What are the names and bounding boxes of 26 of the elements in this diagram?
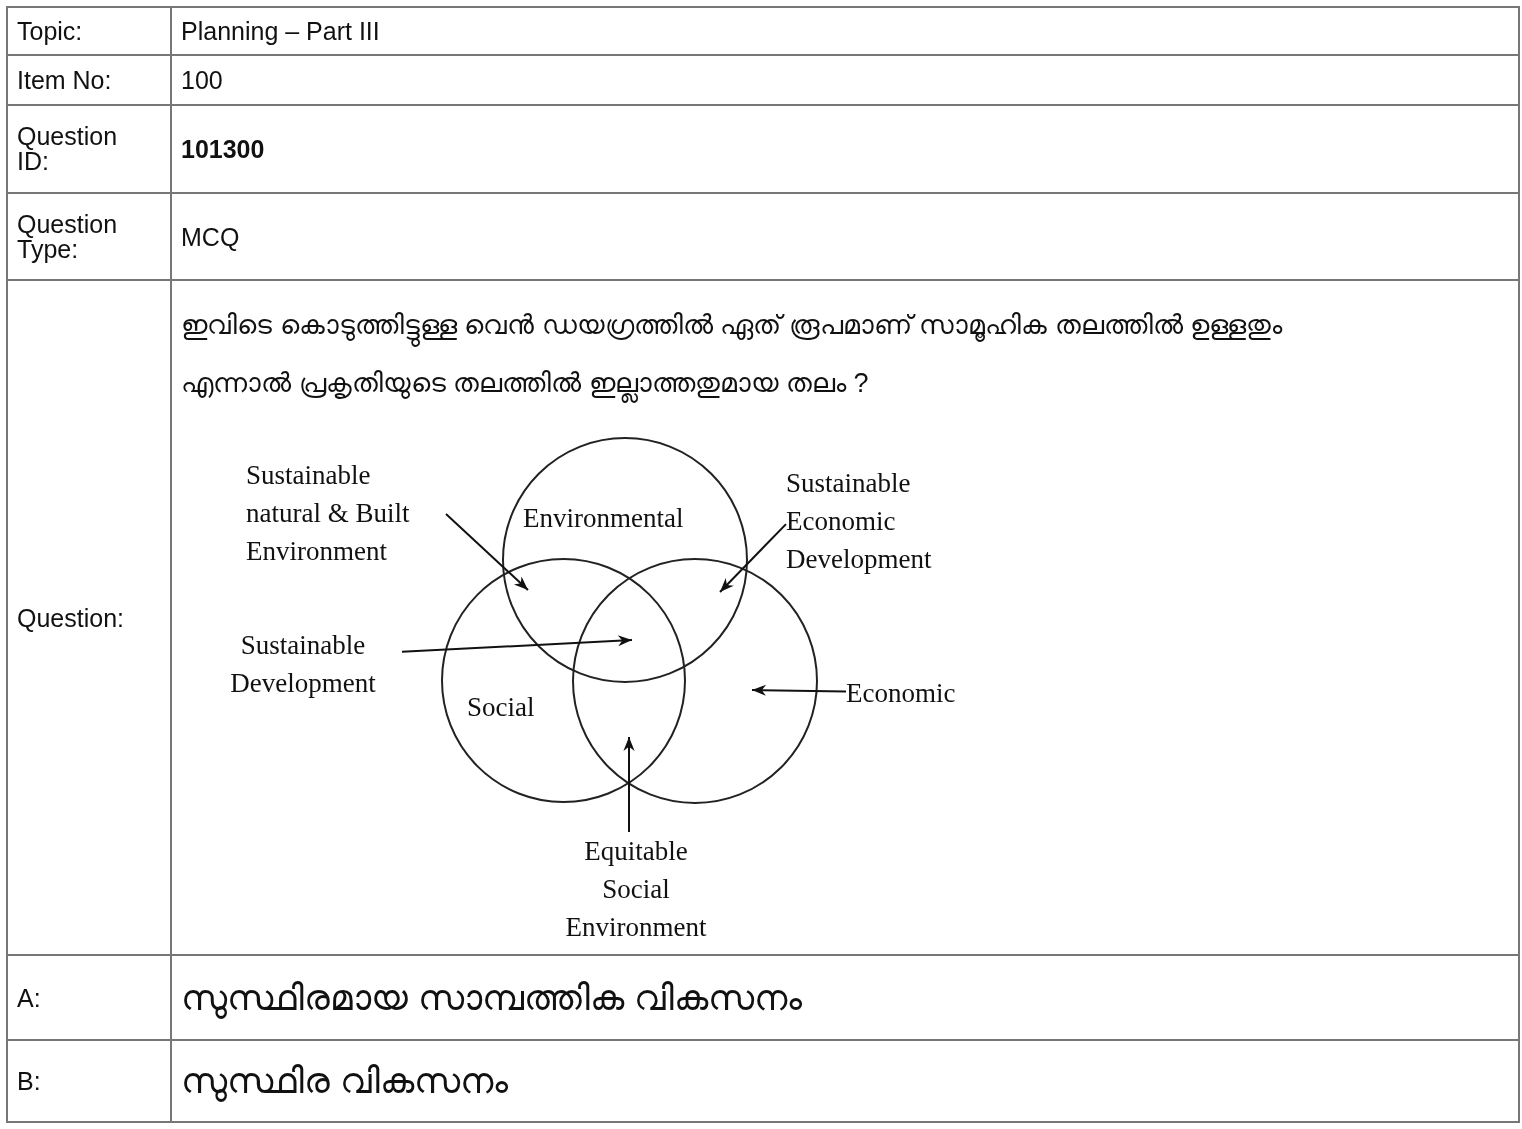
callout-text: Sustainable natural & Built Environment (246, 456, 446, 570)
field-label: Item No: (17, 67, 112, 93)
callout-text: Equitable Social Environment (556, 832, 716, 946)
field-label: Question Type: (17, 211, 119, 262)
callout-text: Sustainable Economic Development (786, 464, 986, 578)
option-label: B: (17, 1068, 41, 1094)
question-text: ഇവിടെ കൊടുത്തിട്ടുള്ള വെൻ ഡയഗ്രത്തിൽ ഏത് രൂപമാണ് സാമൂഹിക തലത്തിൽ ഉള്ളതും എന്നാൽ പ്രകൃതിയുടെ തലത്തിൽ ഇല്ലാത്തതുമായ തലം ? (181, 296, 1311, 412)
region-label: Environmental (523, 502, 684, 535)
field-label: Question: (17, 605, 124, 630)
callout-text: Sustainable Development (204, 626, 402, 702)
field-label: Topic: (17, 18, 83, 44)
field-value: MCQ (181, 224, 240, 249)
leader-line (401, 635, 633, 653)
leader-line (623, 736, 635, 833)
field-value: 100 (181, 67, 223, 93)
venn-circle (441, 558, 686, 803)
field-label: Question ID: (17, 124, 119, 174)
leader-line (445, 513, 529, 591)
leader-line (719, 523, 787, 593)
leader-line (751, 684, 847, 696)
field-value: Planning – Part III (181, 18, 380, 44)
region-label: Social (467, 691, 535, 724)
callout-text: Economic (846, 674, 988, 712)
option-label: A: (17, 985, 41, 1010)
venn-circle (502, 437, 748, 683)
field-value: 101300 (181, 136, 265, 162)
